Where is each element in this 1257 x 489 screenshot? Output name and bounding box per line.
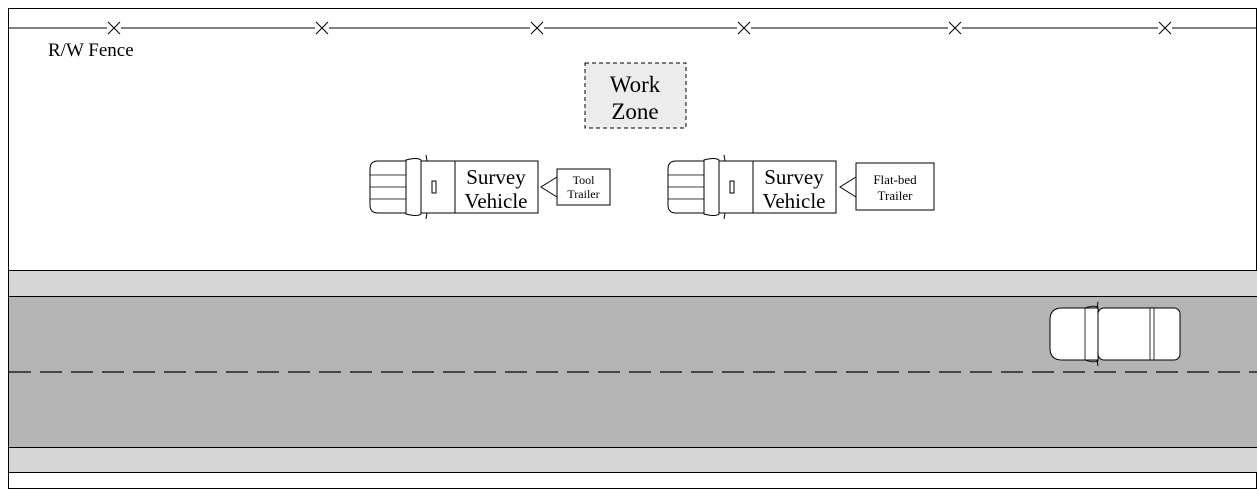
trailer-label-line1: Tool [573,173,595,187]
vehicle-label-line2: Vehicle [763,189,826,213]
fence-x-icon [737,21,751,35]
rw-fence: R/W Fence [9,21,1257,61]
trailer-label-line2: Trailer [567,187,599,201]
vehicle-label-box [752,160,837,214]
fence-x-icon [1158,21,1172,35]
survey-vehicle-1: Survey Vehicle Tool Trailer [369,154,611,220]
work-zone-box [584,62,687,129]
trailer-box [556,168,611,206]
fence-x-icon [530,21,544,35]
work-zone-label-line2: Zone [611,99,658,124]
truck-icon [369,154,456,220]
vehicle-label-box [454,160,539,214]
trailer-label-line2: Trailer [878,188,914,203]
vehicle-label-line1: Survey [764,165,824,189]
vehicle-label-line1: Survey [466,165,526,189]
roadway [9,270,1257,473]
work-zone: Work Zone [584,62,687,129]
fence-x-markers [107,21,1172,35]
fence-x-icon [948,21,962,35]
work-zone-label-line1: Work [610,72,661,97]
lower-shoulder [9,447,1257,472]
trailer-box [855,162,935,211]
survey-vehicle-2: Survey Vehicle Flat-bed Trailer [667,154,935,220]
fence-label: R/W Fence [48,40,134,61]
trailer-hitch [839,176,857,198]
trailer-hitch [540,176,558,198]
fence-x-icon [107,21,121,35]
truck-icon [667,154,754,220]
car-icon [1049,301,1181,367]
vehicle-label-line2: Vehicle [465,189,528,213]
trailer-label-line1: Flat-bed [873,172,917,187]
fence-x-icon [315,21,329,35]
upper-shoulder [9,270,1257,296]
